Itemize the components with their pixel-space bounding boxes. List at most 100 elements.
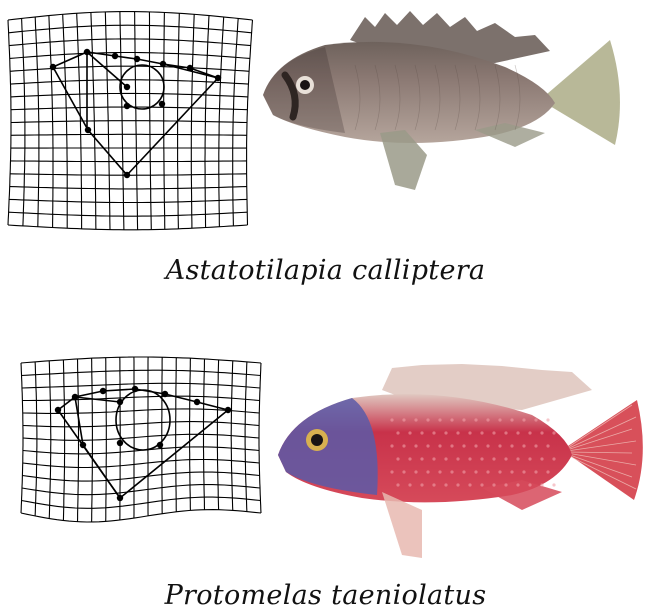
scale-dot	[408, 457, 411, 460]
scale-dot	[492, 431, 495, 434]
fish-body-group	[278, 364, 643, 558]
scale-dot	[552, 457, 555, 460]
scale-dot	[432, 483, 435, 486]
scale-dot	[414, 418, 417, 421]
landmark-point	[55, 407, 61, 413]
grid-col-line	[176, 358, 177, 512]
grid-col-line	[259, 363, 261, 513]
fish-head	[278, 398, 378, 495]
scale-dot	[480, 457, 483, 460]
scale-dot	[438, 470, 441, 473]
scale-dot	[540, 457, 543, 460]
species-label-2: Protomelas taeniolatus	[0, 580, 651, 611]
scale-dot	[516, 457, 519, 460]
scale-dot	[426, 470, 429, 473]
landmark-outline	[55, 386, 231, 501]
scale-dot	[462, 470, 465, 473]
scale-dot	[552, 483, 555, 486]
scale-dot	[426, 444, 429, 447]
scale-dot	[396, 483, 399, 486]
scale-dot	[468, 431, 471, 434]
scale-dot	[486, 444, 489, 447]
grid-col-line	[21, 363, 23, 513]
grid-col-line	[106, 358, 107, 522]
scale-dot	[402, 444, 405, 447]
grid-row-line	[21, 510, 261, 522]
scale-dot	[546, 444, 549, 447]
scale-dot	[420, 483, 423, 486]
scale-dot	[498, 418, 501, 421]
scale-dot	[498, 444, 501, 447]
scale-dot	[450, 444, 453, 447]
scale-dot	[390, 470, 393, 473]
scale-dot	[462, 444, 465, 447]
scale-dot	[498, 470, 501, 473]
scale-dot	[408, 483, 411, 486]
scale-dot	[516, 431, 519, 434]
scale-dot	[438, 444, 441, 447]
scale-dot	[528, 457, 531, 460]
landmark-point	[117, 440, 123, 446]
grid-row-line	[22, 370, 261, 375]
scale-dot	[510, 418, 513, 421]
scale-dot	[522, 470, 525, 473]
landmark-point	[132, 386, 138, 392]
scale-dot	[396, 457, 399, 460]
scale-dot	[534, 470, 537, 473]
landmark-point	[157, 442, 163, 448]
landmark-point	[100, 388, 106, 394]
scale-dot	[552, 431, 555, 434]
scale-dot	[528, 483, 531, 486]
scale-dot	[450, 470, 453, 473]
grid-lines	[21, 357, 261, 522]
scale-dot	[492, 457, 495, 460]
scale-dot	[456, 483, 459, 486]
scale-dot	[396, 431, 399, 434]
scale-dot	[504, 457, 507, 460]
scale-dot	[480, 431, 483, 434]
scale-dot	[528, 431, 531, 434]
grid-row-line	[22, 383, 260, 388]
scale-dot	[402, 470, 405, 473]
scale-dot	[504, 431, 507, 434]
scale-dot	[414, 470, 417, 473]
scale-dot	[414, 444, 417, 447]
scale-dot	[420, 457, 423, 460]
scale-dot	[432, 431, 435, 434]
scale-dot	[444, 431, 447, 434]
scale-dot	[438, 418, 441, 421]
landmark-point	[162, 391, 168, 397]
grid-row-line	[22, 485, 260, 495]
scale-dot	[522, 418, 525, 421]
scale-dot	[468, 457, 471, 460]
scale-dot	[402, 418, 405, 421]
grid-row-line	[23, 434, 259, 440]
landmark-point	[194, 399, 200, 405]
scale-dot	[540, 431, 543, 434]
scale-dot	[534, 418, 537, 421]
scale-dot	[510, 444, 513, 447]
scale-dot	[492, 483, 495, 486]
scale-dot	[462, 418, 465, 421]
scale-dot	[390, 418, 393, 421]
scale-dot	[450, 418, 453, 421]
grid-row-line	[22, 497, 261, 508]
scale-dot	[474, 444, 477, 447]
scale-dot	[504, 483, 507, 486]
grid-row-line	[21, 357, 261, 363]
scale-dot	[534, 444, 537, 447]
scale-dot	[546, 418, 549, 421]
scale-dot	[480, 483, 483, 486]
scale-dot	[432, 457, 435, 460]
grid-row-line	[22, 472, 259, 481]
scale-dot	[486, 470, 489, 473]
grid-row-line	[22, 396, 259, 400]
scale-dot	[444, 483, 447, 486]
scale-dot	[390, 444, 393, 447]
scale-dot	[522, 444, 525, 447]
fish-photo-protomelas	[272, 360, 650, 560]
scale-dot	[474, 418, 477, 421]
scale-dot	[546, 470, 549, 473]
grid-row-line	[23, 422, 259, 427]
